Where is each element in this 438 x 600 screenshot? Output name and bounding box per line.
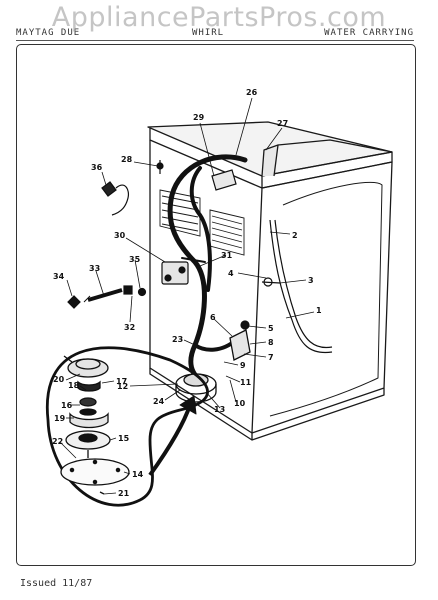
callout-28: 28 [121, 155, 133, 164]
callout-26: 26 [246, 88, 258, 97]
header-model: WHIRL [192, 28, 225, 38]
detail-pointer-arrow [148, 395, 197, 477]
washer-cabinet [147, 121, 393, 441]
callout-12: 12 [117, 382, 128, 391]
pump-assembly [175, 329, 251, 403]
callout-16: 16 [61, 401, 73, 410]
callout-1: 1 [316, 306, 322, 315]
callout-31: 31 [221, 251, 233, 260]
callout-9: 9 [240, 361, 246, 370]
header-section: WATER CARRYING [324, 28, 414, 38]
callout-4: 4 [228, 269, 234, 278]
page-header: MAYTAG DUE WHIRL WATER CARRYING [16, 26, 414, 39]
callout-30: 30 [114, 231, 126, 240]
callout-11: 11 [240, 378, 252, 387]
back-panel-vents [159, 189, 245, 256]
callout-10: 10 [234, 399, 246, 408]
callout-22: 22 [52, 437, 63, 446]
callout-21: 21 [118, 489, 130, 498]
callout-14: 14 [132, 470, 144, 479]
callout-23: 23 [172, 335, 183, 344]
valve-and-bracket-parts [156, 160, 281, 330]
callout-6: 6 [210, 313, 216, 322]
callout-2: 2 [292, 231, 298, 240]
drain-hose [269, 219, 333, 354]
callout-13: 13 [214, 405, 225, 414]
callout-3: 3 [308, 276, 314, 285]
header-rule [16, 40, 414, 41]
callout-18: 18 [68, 381, 80, 390]
callout-20: 20 [53, 375, 65, 384]
exploded-pump-detail [45, 346, 209, 507]
callout-35: 35 [129, 255, 141, 264]
callout-19: 19 [54, 414, 66, 423]
callout-34: 34 [53, 272, 65, 281]
callout-29: 29 [193, 113, 205, 122]
callout-33: 33 [89, 264, 100, 273]
header-brand: MAYTAG DUE [16, 28, 81, 38]
power-cord-clip-36 [101, 181, 130, 216]
leader-lines [59, 97, 315, 495]
callout-17: 17 [116, 377, 127, 386]
screw-parts-33-34-35 [67, 285, 147, 309]
callout-32: 32 [124, 323, 135, 332]
issued-date: Issued 11/87 [20, 578, 93, 589]
callout-27: 27 [277, 119, 288, 128]
callout-15: 15 [118, 434, 130, 443]
diagram-frame [16, 44, 416, 566]
callout-5: 5 [268, 324, 274, 333]
callout-7: 7 [268, 353, 274, 362]
callout-36: 36 [91, 163, 103, 172]
callout-24: 24 [153, 397, 165, 406]
callout-8: 8 [268, 338, 274, 347]
